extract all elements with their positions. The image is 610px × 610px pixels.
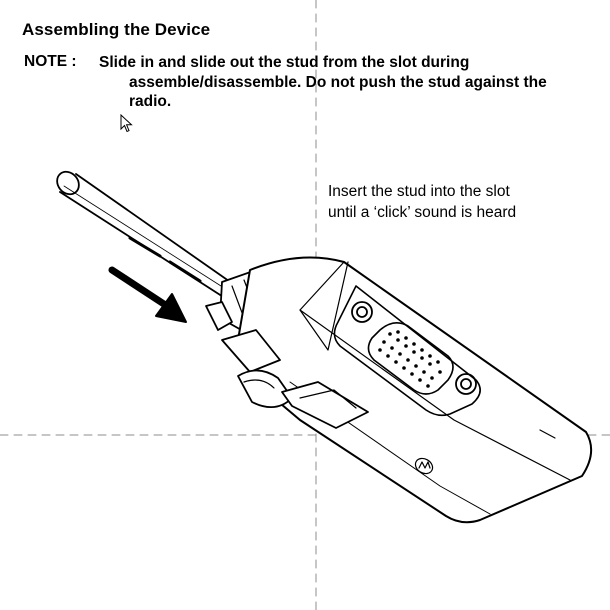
direction-arrow-icon <box>108 266 187 323</box>
side-buttons <box>351 301 477 395</box>
stud-clip <box>221 329 369 429</box>
note-text: Slide in and slide out the stud from the… <box>99 53 594 112</box>
note-line: radio. <box>129 93 172 110</box>
callout-line: Insert the stud into the slot <box>328 183 510 200</box>
mouse-pointer-icon <box>120 114 133 133</box>
note-label: NOTE : <box>24 53 77 70</box>
page-title: Assembling the Device <box>22 20 211 39</box>
note-line: assemble/disassemble. Do not push the st… <box>129 73 547 91</box>
note-line: Slide in and slide out the stud from the… <box>99 54 470 71</box>
logo-icon <box>414 457 434 475</box>
speaker-grille <box>367 322 454 395</box>
instruction-callout: Insert the stud into the slot until a ‘c… <box>328 182 516 223</box>
antenna <box>56 170 237 301</box>
callout-line: until a ‘click’ sound is heard <box>328 203 517 221</box>
